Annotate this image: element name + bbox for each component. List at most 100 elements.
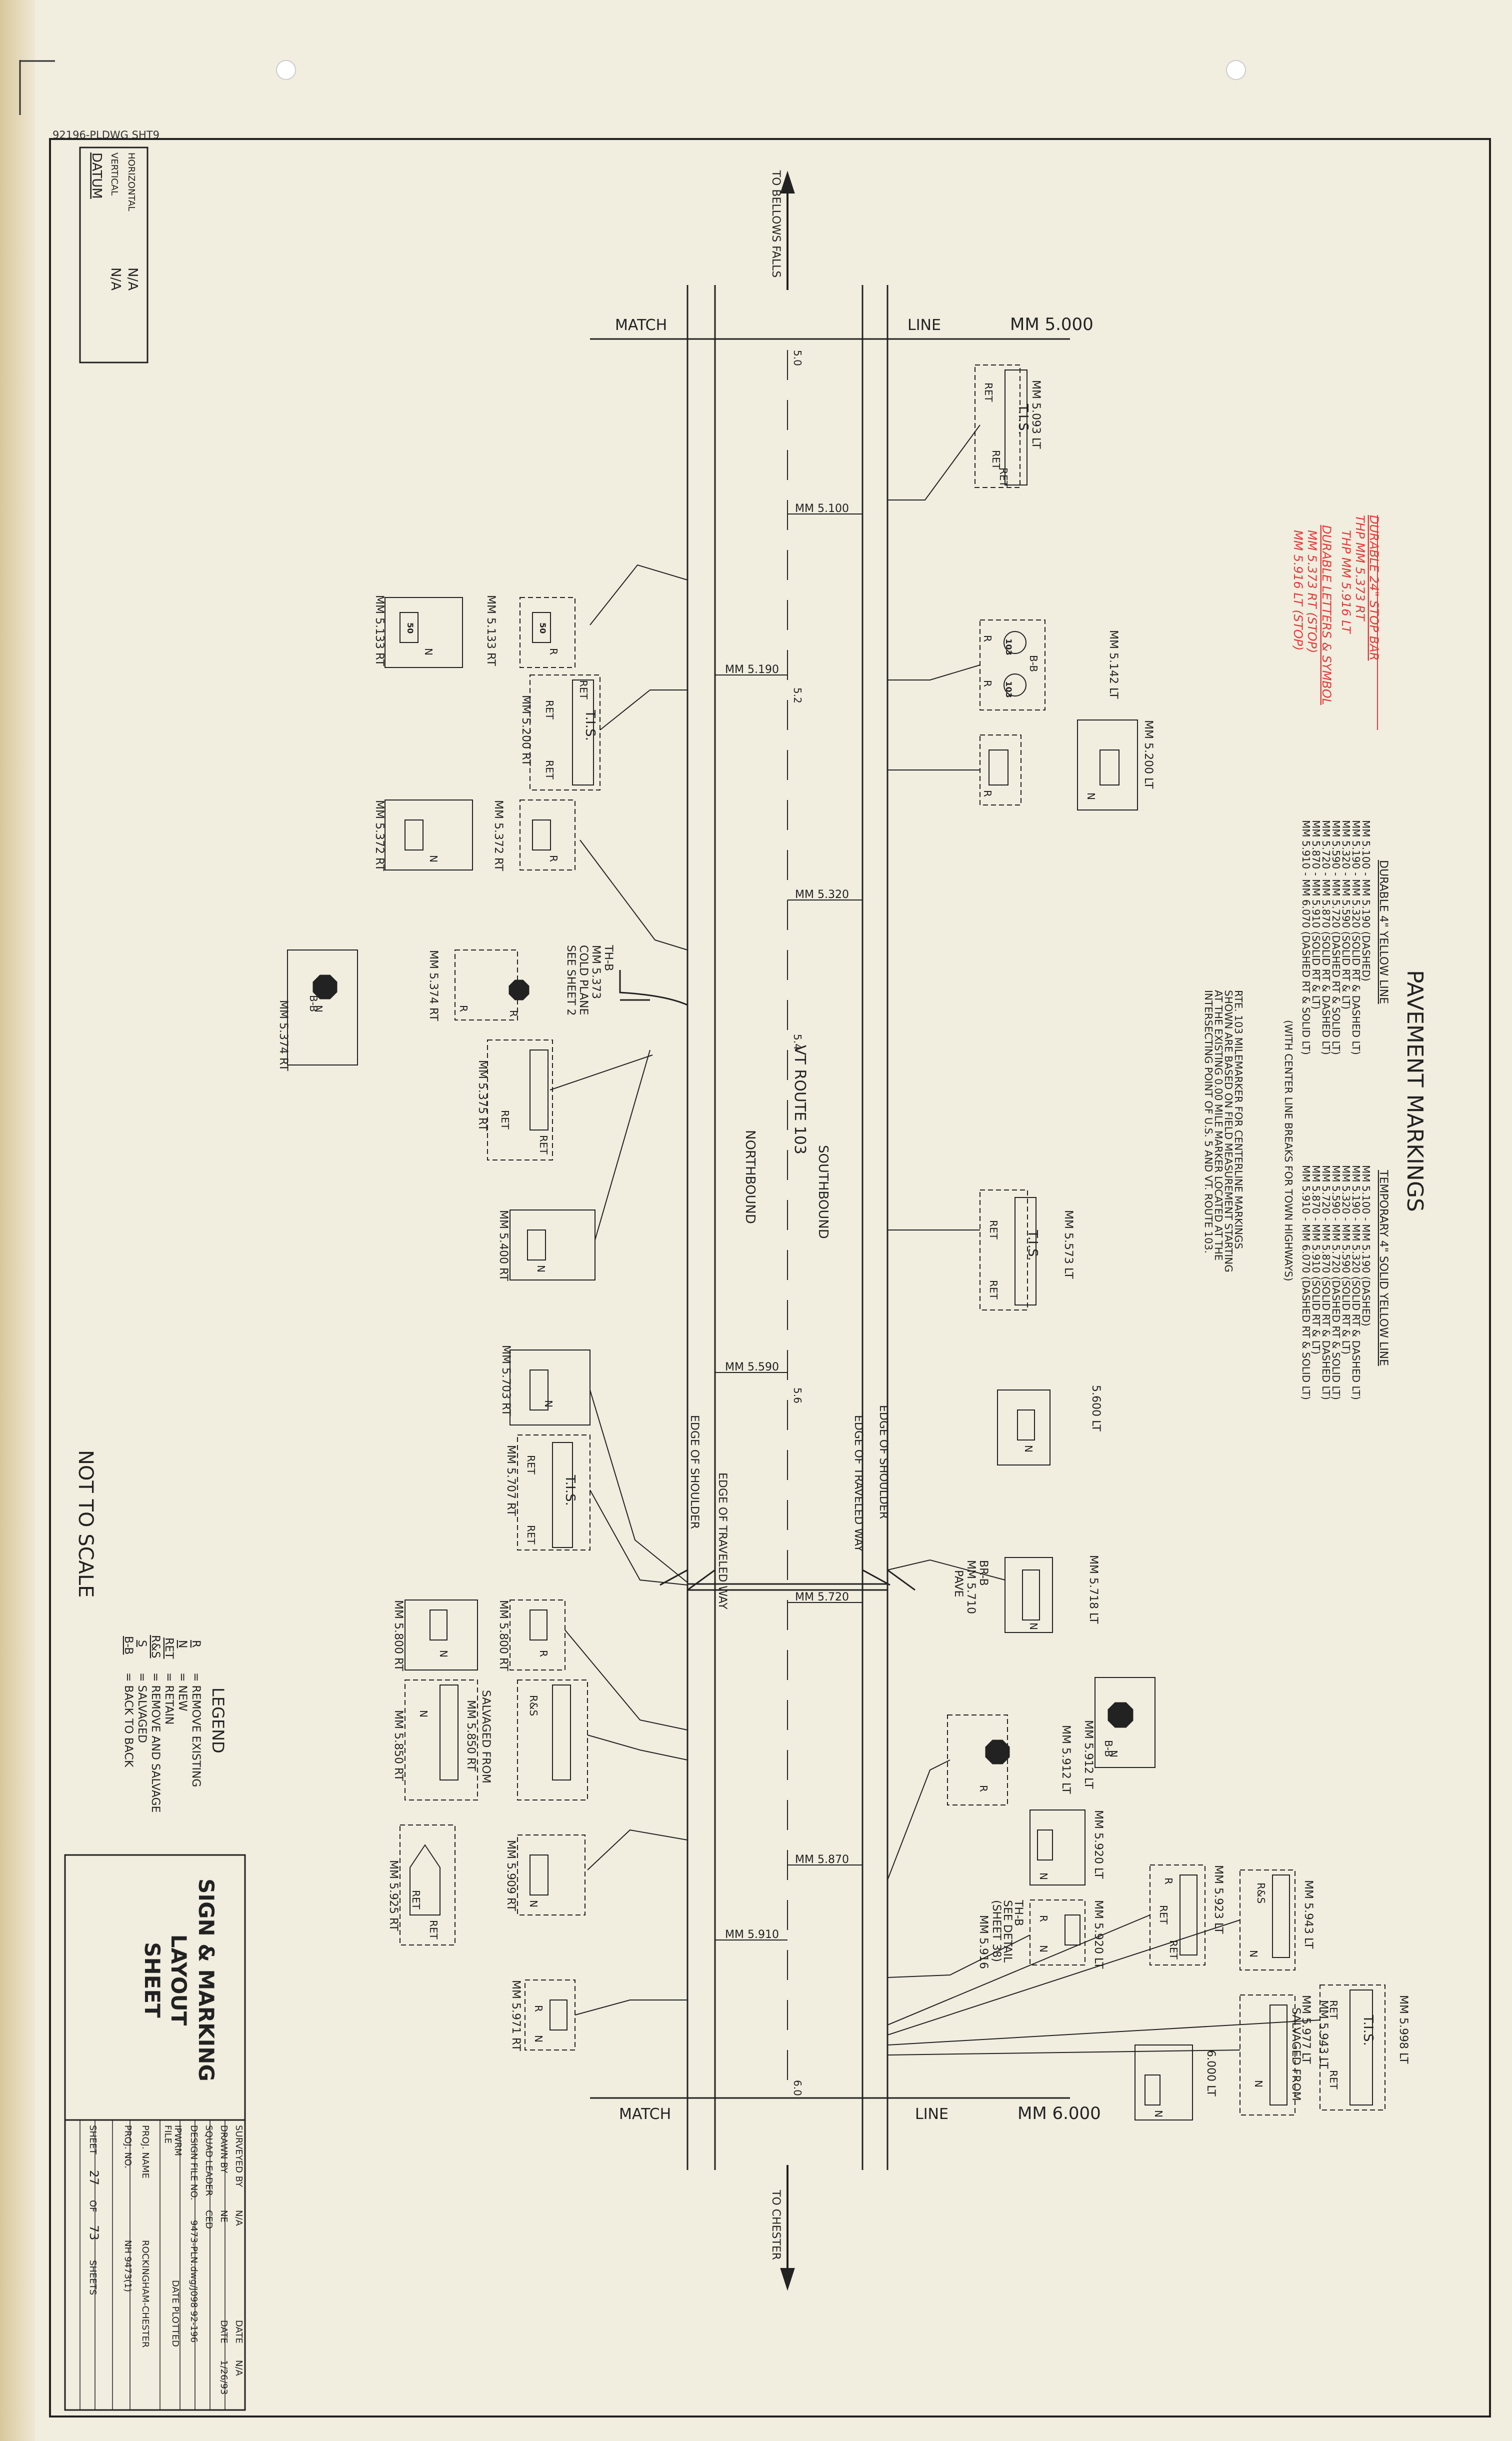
r-tag: R bbox=[458, 1005, 470, 1012]
br-b-label: BR-B bbox=[977, 1560, 990, 1586]
cold-plane-1: TH-B bbox=[602, 944, 614, 971]
sign-label: MM 5.200 LT bbox=[1142, 720, 1154, 789]
temporary-row-2: MM 5.190 - MM 5.320 (SOLID RT & DASHED L… bbox=[1350, 1165, 1362, 1400]
ret-tag: RET bbox=[998, 468, 1010, 488]
file-label: FILE bbox=[162, 2125, 173, 2144]
mm-mark-5-590: MM 5.590 bbox=[725, 1361, 779, 1374]
stop-sign-icon bbox=[508, 980, 530, 1000]
n-tag: N bbox=[528, 1900, 540, 1908]
sheet-of: OF bbox=[88, 2200, 98, 2212]
sign-label: MM 5.372 RT bbox=[373, 800, 386, 872]
mm-mark-5-910: MM 5.910 bbox=[725, 1928, 779, 1941]
line-label-top: LINE bbox=[908, 316, 941, 334]
sign-label: MM 5.943 LT bbox=[1302, 1880, 1314, 1949]
rte-note-3: AT THE EXISTING 0.00 MILE MARKER LOCATED… bbox=[1212, 990, 1224, 1260]
r-tag: R bbox=[982, 790, 994, 797]
not-to-scale: NOT TO SCALE bbox=[74, 1450, 97, 1598]
mm-mark-5-100: MM 5.100 bbox=[795, 502, 849, 515]
r-tag: R bbox=[982, 635, 994, 642]
speed-limit-sign: 50 bbox=[406, 622, 415, 634]
ret-tag: RET bbox=[1168, 1940, 1180, 1960]
proj-name-label: PROJ. NAME bbox=[140, 2125, 150, 2178]
n-tag: N bbox=[428, 855, 440, 862]
bb-tag: B-B bbox=[1028, 655, 1040, 672]
legend-code-r: R bbox=[190, 1640, 202, 1648]
sign-label: MM 5.372 RT bbox=[492, 800, 504, 872]
legend: LEGEND R = REMOVE EXISTING N = NEW RET =… bbox=[122, 1635, 228, 1812]
sign-label: MM 5.142 LT bbox=[1107, 630, 1120, 699]
pavement-title: PAVEMENT MARKINGS bbox=[1402, 970, 1428, 1212]
durable-row-2: MM 5.190 - MM 5.320 (SOLID RT & DASHED L… bbox=[1350, 820, 1362, 1055]
n-tag: N bbox=[1022, 1445, 1034, 1452]
punch-hole bbox=[276, 60, 296, 80]
station-5-4: 5.4 bbox=[792, 1034, 804, 1050]
legend-text-ret: = RETAIN bbox=[162, 1672, 175, 1724]
bb-tag: B-B bbox=[308, 995, 320, 1012]
n-tag: N bbox=[312, 1005, 324, 1012]
n-tag: N bbox=[1038, 1945, 1050, 1952]
speed-limit-sign: 50 bbox=[538, 622, 548, 634]
squad-leader-label: SQUAD LEADER bbox=[204, 2125, 214, 2196]
tis-label: T.I.S. bbox=[1360, 2014, 1376, 2046]
sign-label: MM 5.573 LT bbox=[1062, 1210, 1074, 1279]
center-break-note: (WITH CENTER LINE BREAKS FOR TOWN HIGHWA… bbox=[1282, 1020, 1294, 1281]
mm-label-bottom: MM 6.000 bbox=[1018, 2104, 1101, 2124]
drawn-by-value: NE bbox=[218, 2210, 229, 2222]
legend-code-n: N bbox=[176, 1640, 188, 1648]
tis-label: T.I.S. bbox=[582, 710, 598, 741]
drawn-by-label: DRAWN BY bbox=[218, 2125, 229, 2174]
pavement-markings: PAVEMENT MARKINGS bbox=[1402, 970, 1428, 1212]
ret-tag: RET bbox=[525, 1525, 537, 1545]
cold-plane-3: COLD PLANE bbox=[577, 945, 590, 1015]
mm-mark-5-320: MM 5.320 bbox=[795, 888, 849, 901]
date1-label: DATE bbox=[234, 2320, 244, 2344]
durable-row-3: MM 5.320 - MM 5.590 (SOLID RT & LT) bbox=[1340, 820, 1352, 1010]
sheet-border bbox=[49, 138, 1491, 2418]
sign-label: 5.600 LT bbox=[1090, 1385, 1102, 1432]
design-file-value: 9473-PLN.dwg/J098 92-196 bbox=[188, 2220, 199, 2342]
ret-tag: RET bbox=[982, 382, 994, 402]
durable-row-7: MM 5.910 - MM 6.070 (DASHED RT & SOLID L… bbox=[1300, 820, 1312, 1055]
r-tag: R bbox=[978, 1785, 990, 1792]
title-line-2: LAYOUT bbox=[166, 1934, 191, 2026]
route-shield-icon: 103 bbox=[1004, 681, 1014, 698]
datum-title: DATUM bbox=[89, 152, 104, 199]
route-shield-icon: 103 bbox=[1004, 638, 1014, 655]
ret-tag: RET bbox=[1328, 2000, 1340, 2020]
southbound-label: SOUTHBOUND bbox=[816, 1145, 830, 1239]
red-note-5: MM 5.373 RT (STOP) bbox=[1305, 530, 1319, 653]
station-5-6: 5.6 bbox=[792, 1388, 804, 1404]
n-tag: N bbox=[1248, 1950, 1260, 1958]
legend-code-s: S bbox=[136, 1640, 148, 1647]
durable-row-4: MM 5.590 - MM 5.720 (DASHED RT & SOLID L… bbox=[1330, 820, 1342, 1055]
n-tag: N bbox=[532, 2035, 544, 2042]
legend-code-rs: R&S bbox=[149, 1635, 162, 1658]
sign-label: MM 5.971 RT bbox=[510, 1980, 522, 2052]
n-tag: N bbox=[1085, 792, 1097, 800]
station-5-0: 5.0 bbox=[792, 350, 804, 366]
temporary-row-3: MM 5.320 - MM 5.590 (SOLID RT & LT) bbox=[1340, 1165, 1352, 1354]
salvaged-from-label: SALVAGED FROM bbox=[1290, 2008, 1302, 2101]
durable-row-1: MM 5.100 - MM 5.190 (DASHED) bbox=[1360, 820, 1372, 982]
r-tag: R bbox=[1162, 1878, 1174, 1884]
temporary-row-4: MM 5.590 - MM 5.720 (DASHED RT & SOLID L… bbox=[1330, 1165, 1342, 1400]
legend-text-s: = SALVAGED bbox=[136, 1672, 148, 1743]
sign-label: MM 5.800 RT bbox=[497, 1600, 510, 1672]
design-file-label: DESIGN FILE NO. bbox=[188, 2125, 199, 2200]
sign-label: MM 5.374 RT bbox=[277, 1000, 290, 1072]
sign-label: MM 5.710 bbox=[964, 1560, 977, 1614]
legend-code-ret: RET bbox=[162, 1638, 175, 1659]
edge-shoulder-left: EDGE OF SHOULDER bbox=[688, 1415, 700, 1529]
rte-note-2: SHOWN ARE BASED ON FIELD MEASUREMENT STA… bbox=[1222, 990, 1234, 1272]
northbound-label: NORTHBOUND bbox=[742, 1130, 758, 1224]
stop-sign-text: STOP bbox=[995, 1744, 1002, 1760]
sign-label: MM 5.200 RT bbox=[520, 695, 532, 766]
north-arrow-icon bbox=[780, 170, 795, 194]
n-tag: N bbox=[542, 1400, 554, 1408]
sign-label: MM 5.133 RT bbox=[484, 595, 497, 666]
see-detail-3: (SHEET 38) bbox=[990, 1900, 1002, 1962]
legend-text-n: = NEW bbox=[176, 1672, 188, 1712]
sign-label: MM 5.920 LT bbox=[1092, 1900, 1104, 1969]
temporary-row-5: MM 5.720 - MM 5.870 (SOLID RT & DASHED L… bbox=[1320, 1165, 1332, 1400]
